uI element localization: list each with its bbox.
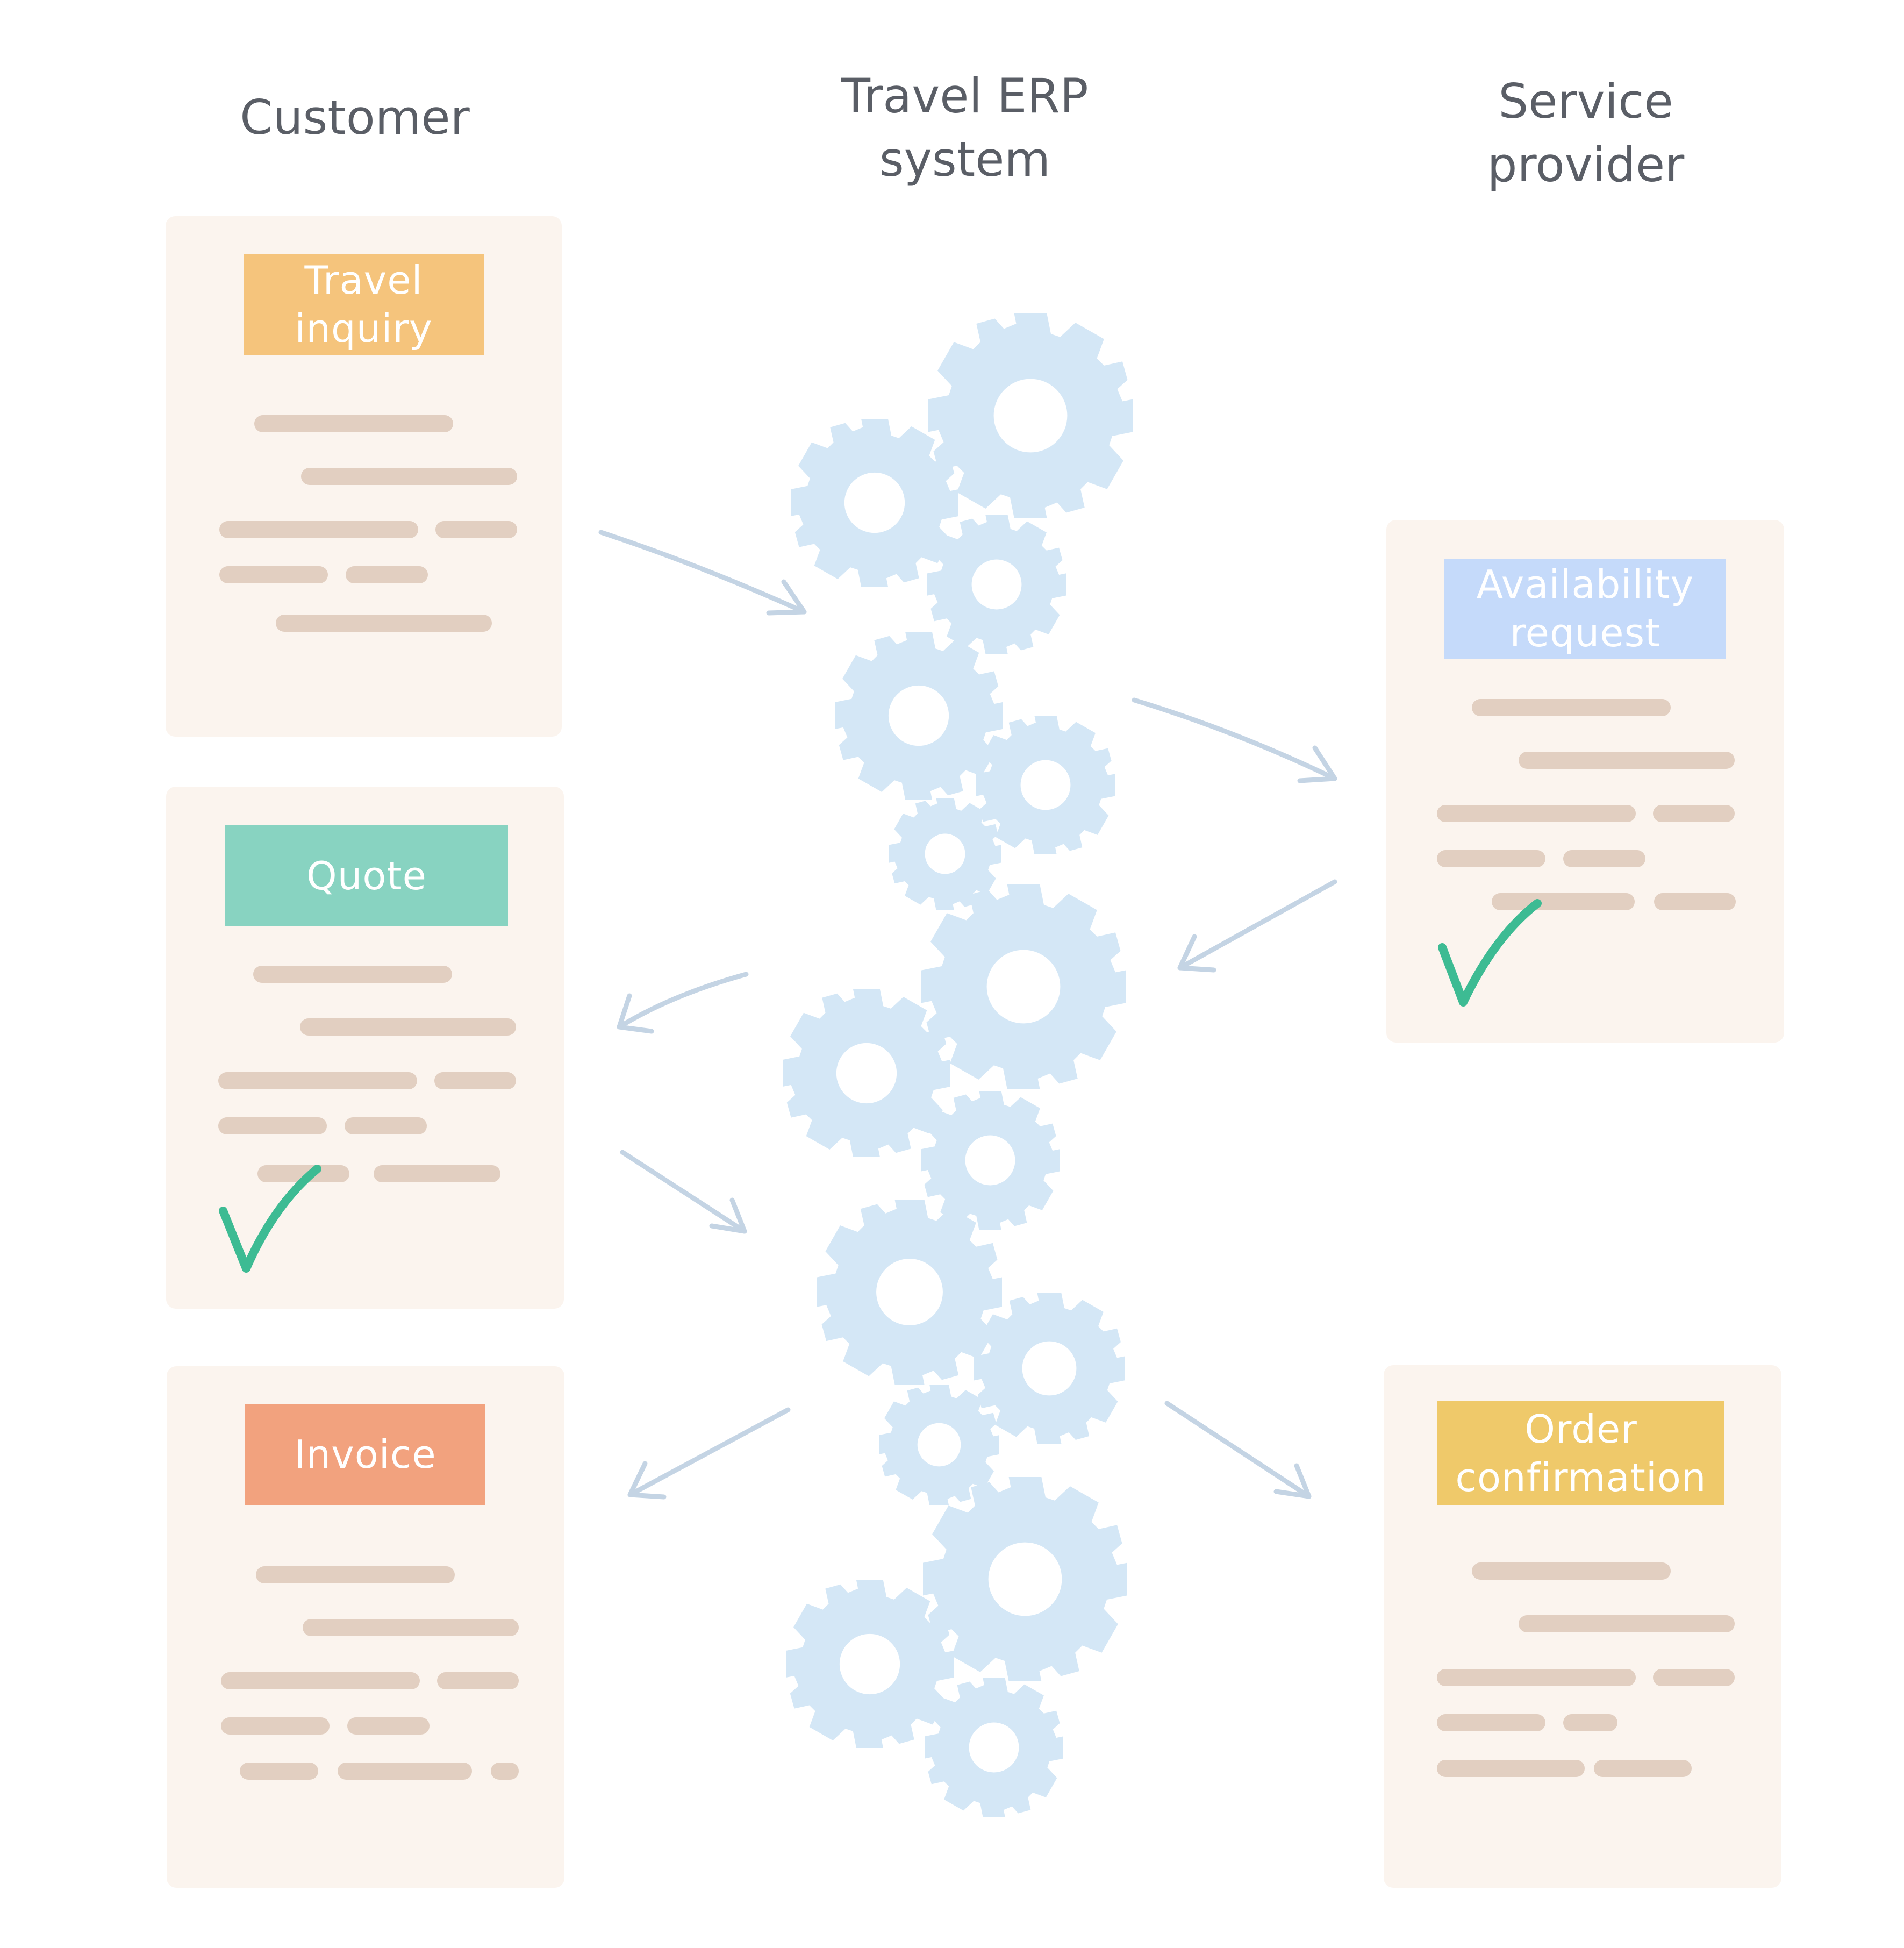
document-quote: Quote <box>166 787 564 1309</box>
text-line <box>1437 1669 1636 1686</box>
column-title-erp: Travel ERP system <box>841 68 1089 187</box>
text-line <box>437 1672 519 1689</box>
gear-icon <box>925 1678 1063 1817</box>
checkmark-icon <box>1438 899 1542 1007</box>
text-line <box>303 1619 519 1636</box>
text-line <box>221 1717 330 1735</box>
document-invoice: Invoice <box>167 1366 564 1888</box>
document-label-invoice: Invoice <box>245 1404 485 1505</box>
gear-icon <box>923 1477 1127 1681</box>
text-line <box>1472 699 1671 716</box>
text-line <box>1437 1760 1585 1777</box>
gear-icon <box>791 419 958 587</box>
text-line <box>276 615 492 632</box>
document-availability-request: Availability request <box>1386 520 1784 1043</box>
text-line <box>219 566 328 583</box>
text-line <box>221 1672 420 1689</box>
document-label-travel-inquiry: Travel inquiry <box>244 254 484 355</box>
arrow-icon <box>1132 697 1337 783</box>
document-travel-inquiry: Travel inquiry <box>166 216 562 737</box>
text-line <box>1437 805 1636 822</box>
text-line <box>1563 1714 1617 1731</box>
text-line <box>435 521 517 538</box>
text-line <box>218 1117 327 1134</box>
gear-icon <box>921 1091 1060 1230</box>
arrow-icon <box>620 1150 747 1234</box>
text-line <box>1472 1562 1671 1580</box>
text-line <box>253 966 452 983</box>
text-line <box>491 1763 519 1780</box>
text-line <box>1653 805 1735 822</box>
text-line <box>1437 850 1545 867</box>
gear-icon <box>783 989 950 1157</box>
text-line <box>374 1165 500 1182</box>
document-label-order-confirmation: Order confirmation <box>1437 1401 1724 1505</box>
text-line <box>240 1763 318 1780</box>
text-line <box>301 468 517 485</box>
text-line <box>256 1566 455 1583</box>
gear-icon <box>921 884 1126 1089</box>
gear-icon <box>928 313 1133 518</box>
document-order-confirmation: Order confirmation <box>1384 1365 1781 1888</box>
text-line <box>345 1117 427 1134</box>
text-line <box>1653 1669 1735 1686</box>
text-line <box>434 1072 516 1089</box>
document-label-quote: Quote <box>225 825 508 926</box>
text-line <box>254 415 453 432</box>
arrow-icon <box>598 530 807 616</box>
text-line <box>338 1763 472 1780</box>
text-line <box>218 1072 417 1089</box>
document-label-availability-request: Availability request <box>1444 559 1726 659</box>
text-line <box>1519 752 1735 769</box>
text-line <box>346 566 428 583</box>
text-line <box>300 1018 516 1036</box>
text-line <box>219 521 418 538</box>
text-line <box>1437 1714 1545 1731</box>
gear-icon <box>927 515 1066 654</box>
arrow-icon <box>1164 1401 1312 1499</box>
column-title-customer: Customer <box>240 90 470 145</box>
column-title-provider: Service provider <box>1487 74 1685 192</box>
arrow-icon <box>627 1407 791 1500</box>
text-line <box>347 1717 430 1735</box>
text-line <box>1492 893 1635 910</box>
checkmark-icon <box>219 1165 321 1273</box>
arrow-icon <box>617 972 749 1034</box>
text-line <box>1594 1760 1692 1777</box>
text-line <box>1654 893 1736 910</box>
text-line <box>1563 850 1645 867</box>
gear-icon <box>786 1580 954 1748</box>
arrow-icon <box>1177 879 1337 973</box>
text-line <box>1519 1615 1735 1632</box>
gear-icon <box>974 1293 1125 1444</box>
